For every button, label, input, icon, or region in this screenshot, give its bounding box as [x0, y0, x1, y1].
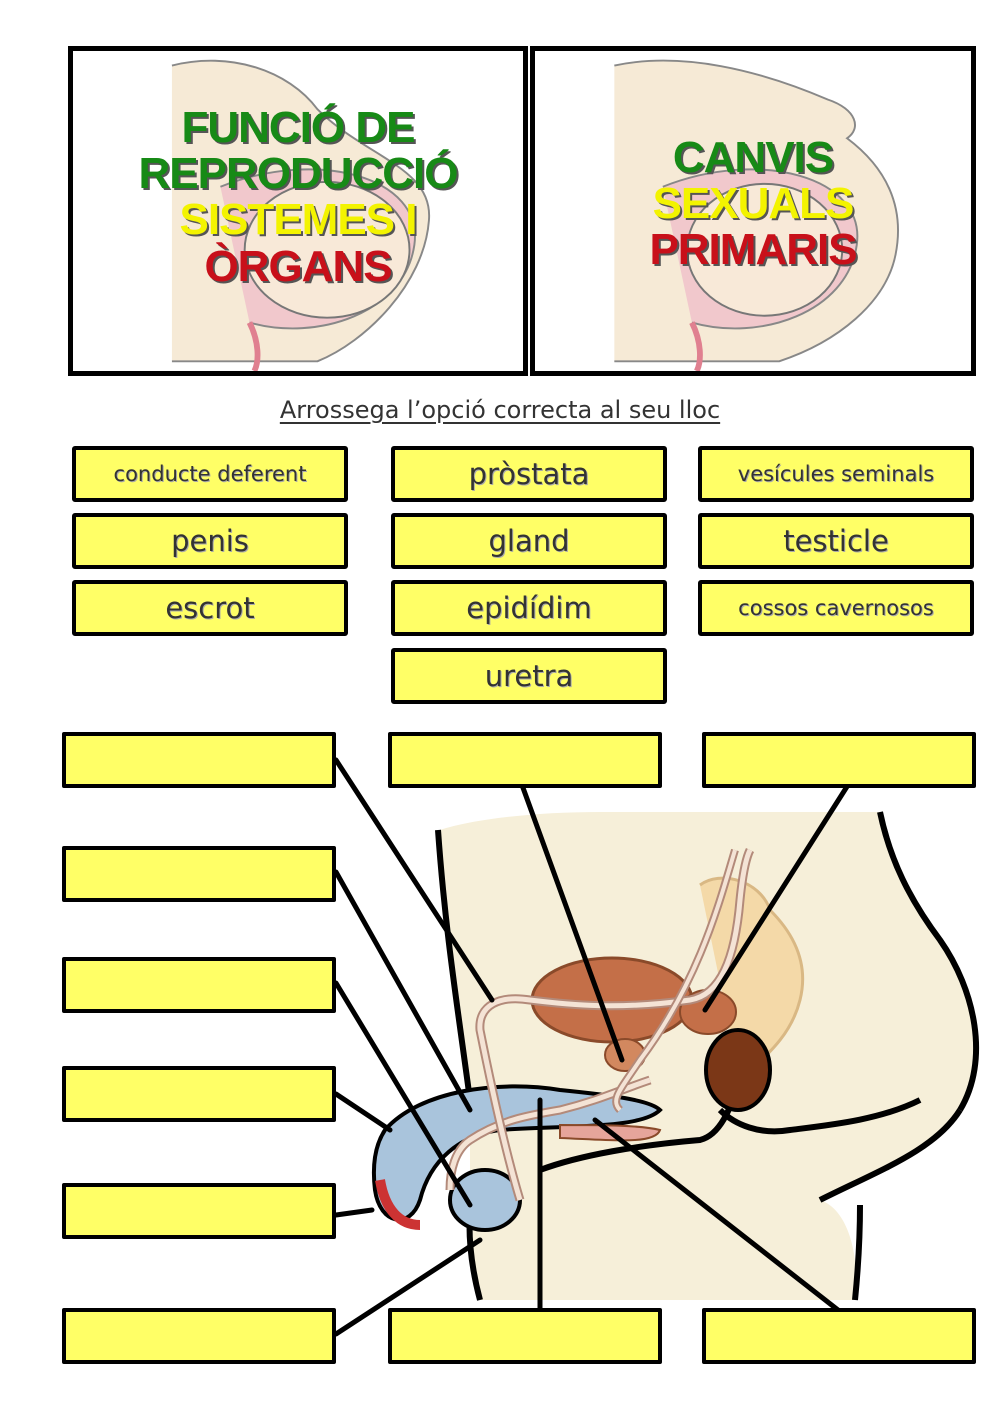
pregnancy-silhouette-image [171, 59, 430, 371]
drop-slot-8[interactable] [62, 1308, 336, 1364]
title-line-1: FUNCIÓ DE [181, 103, 416, 152]
title-line-2: SEXUALS [652, 179, 855, 229]
instruction-text: Arrossega l’opció correcta al seu lloc [279, 396, 721, 424]
option-uretra[interactable]: uretra [391, 648, 667, 704]
drop-slot-7[interactable] [62, 1183, 336, 1239]
left-title: FUNCIÓ DE REPRODUCCIÓ SISTEMES I ÒRGANS [73, 103, 523, 291]
option-gland[interactable]: gland [391, 513, 667, 569]
drop-slot-9[interactable] [388, 1308, 662, 1364]
option-cossos-cavernosos[interactable]: cossos cavernosos [698, 580, 974, 636]
title-line-3: PRIMARIS [649, 225, 857, 275]
option-conducte-deferent[interactable]: conducte deferent [72, 446, 348, 502]
drop-slot-3[interactable] [702, 732, 976, 788]
male-reproductive-diagram [333, 757, 980, 1337]
option-escrot[interactable]: escrot [72, 580, 348, 636]
header-panel-left: FUNCIÓ DE REPRODUCCIÓ SISTEMES I ÒRGANS [68, 46, 528, 376]
option-epididim[interactable]: epidídim [391, 580, 667, 636]
pregnancy-silhouette-image [614, 59, 899, 371]
title-line-3: SISTEMES I [179, 195, 418, 245]
title-line-4: ÒRGANS [204, 241, 392, 291]
right-title: CANVIS SEXUALS PRIMARIS [535, 133, 971, 275]
drop-slot-6[interactable] [62, 1066, 336, 1122]
header-panel-right: CANVIS SEXUALS PRIMARIS [530, 46, 976, 376]
drop-slot-1[interactable] [62, 732, 336, 788]
option-testicle[interactable]: testicle [698, 513, 974, 569]
option-vesicules-seminals[interactable]: vesícules seminals [698, 446, 974, 502]
drop-slot-10[interactable] [702, 1308, 976, 1364]
drop-slot-4[interactable] [62, 846, 336, 902]
drop-slot-5[interactable] [62, 957, 336, 1013]
drop-slot-2[interactable] [388, 732, 662, 788]
option-penis[interactable]: penis [72, 513, 348, 569]
title-line-1: CANVIS [672, 133, 834, 182]
option-prostata[interactable]: pròstata [391, 446, 667, 502]
title-line-2: REPRODUCCIÓ [138, 149, 458, 199]
